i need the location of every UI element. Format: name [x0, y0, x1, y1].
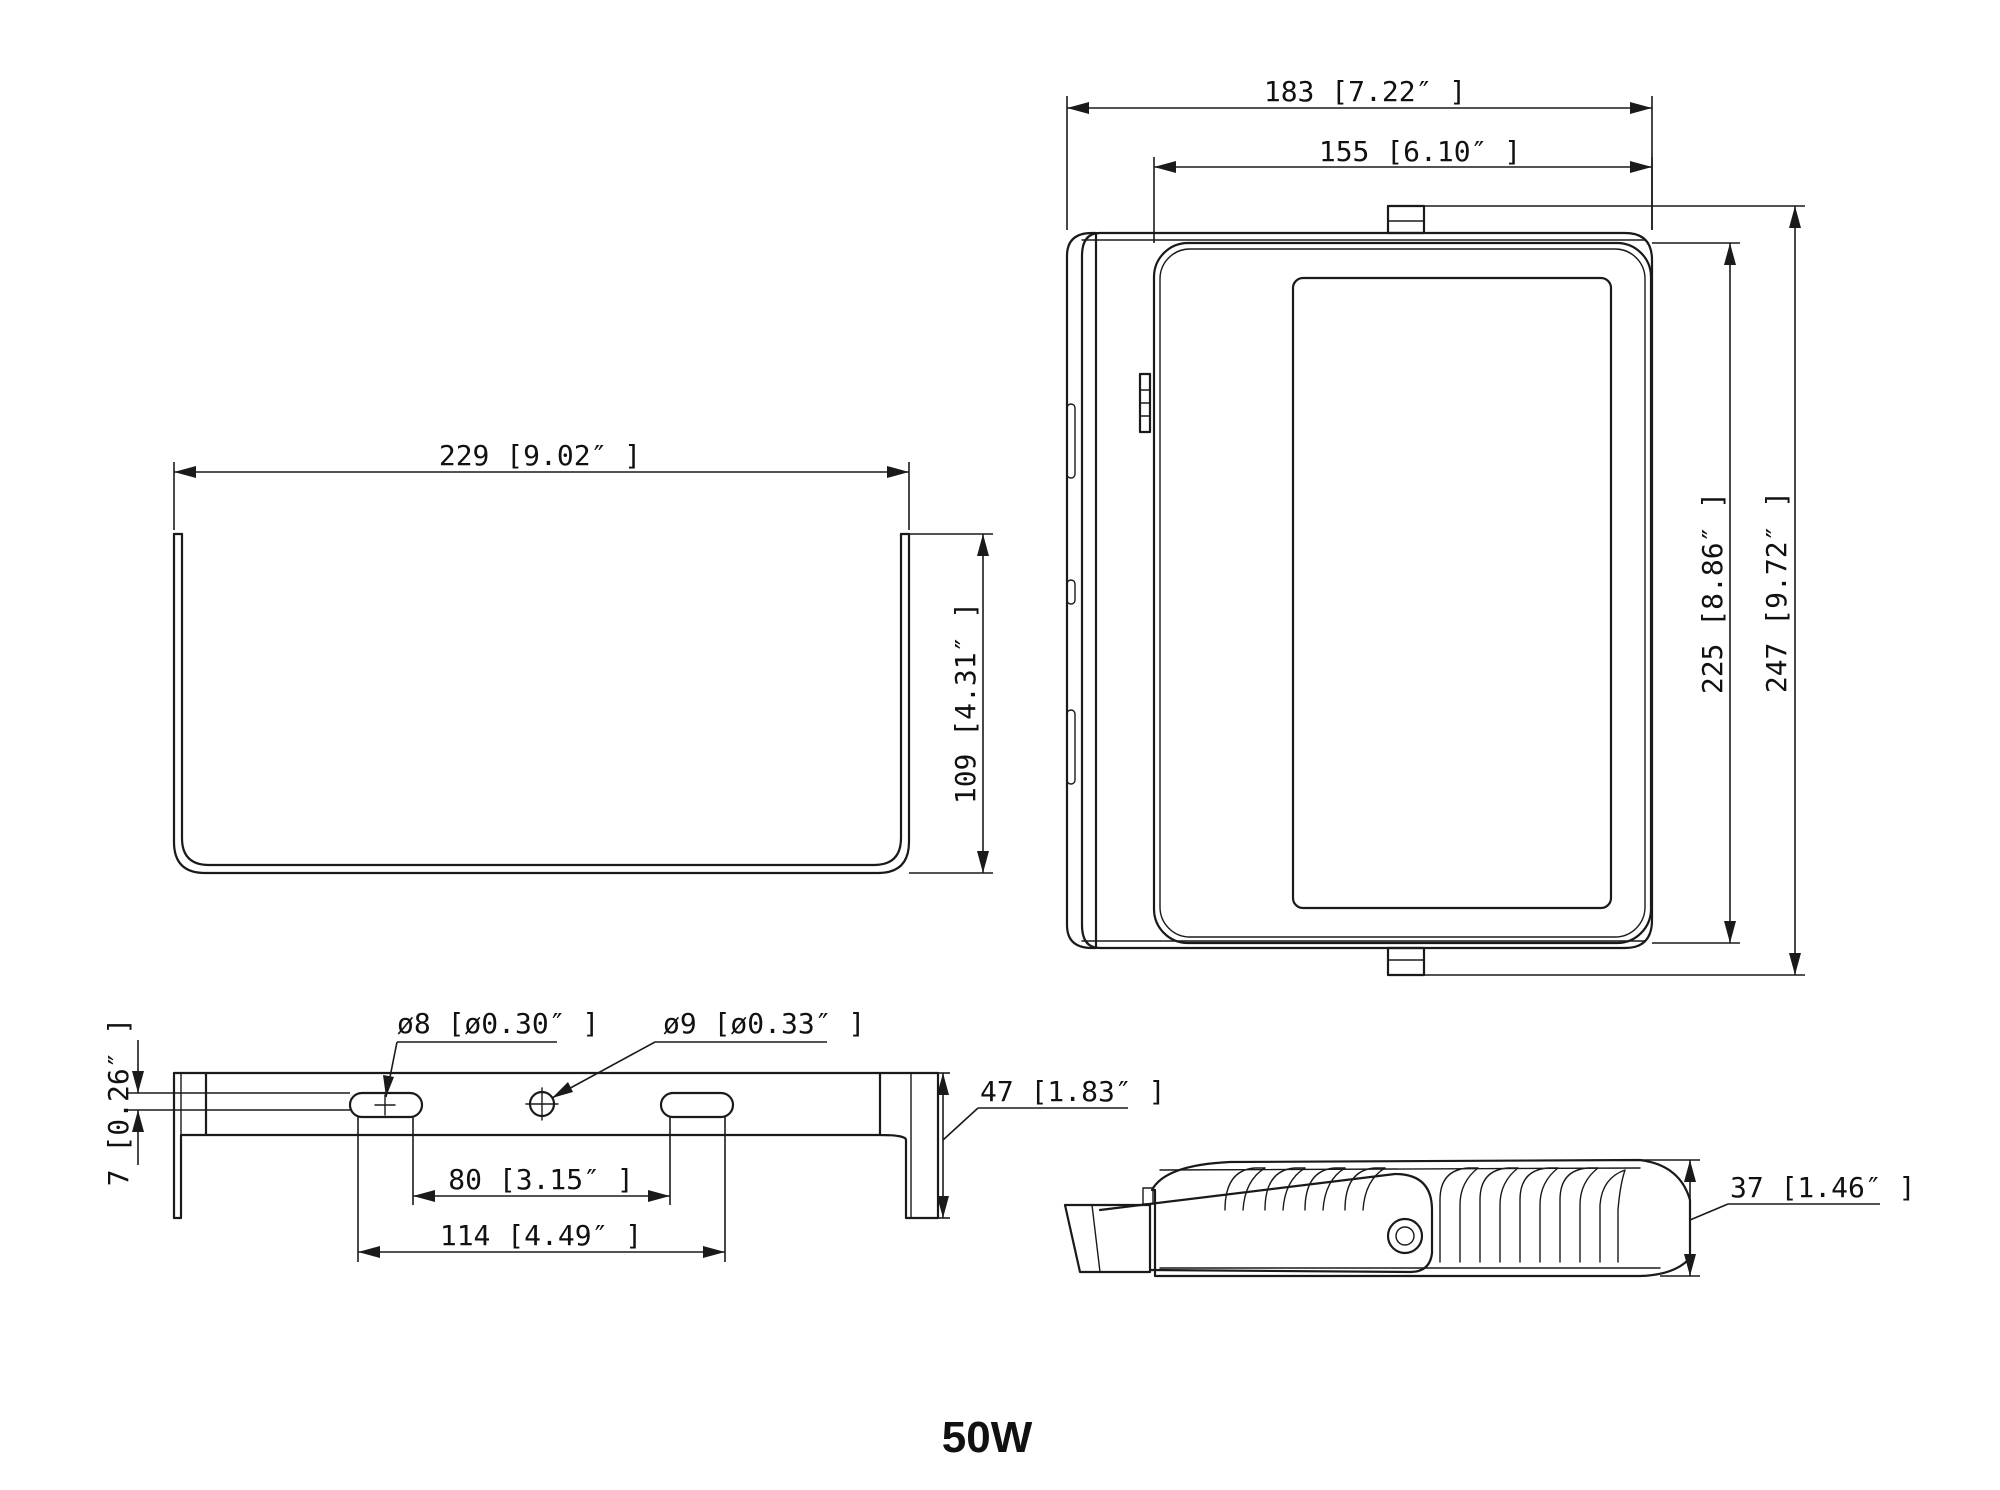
dim-label-o9: ø9 [ø0.33″ ] — [663, 1007, 865, 1040]
dim-label-80: 80 [3.15″ ] — [448, 1163, 633, 1196]
front-top-knob — [1386, 204, 1426, 235]
dim-arrow-37-bottom — [1684, 1254, 1696, 1276]
dim-leader-47 — [942, 1107, 979, 1141]
dim-label-155: 155 [6.10″ ] — [1319, 135, 1521, 168]
dim-arrow-80-right — [648, 1190, 670, 1202]
dim-arrow-229-right — [887, 466, 909, 478]
dim-arrow-229-left — [174, 466, 196, 478]
top-view — [172, 532, 911, 875]
side-knob-inner — [1395, 1226, 1415, 1246]
front-housing-outline — [1065, 231, 1098, 950]
dim-arrow-114-left — [358, 1246, 380, 1258]
dim-arrow-247-bottom — [1789, 953, 1801, 975]
dim-arrow-47-top — [937, 1073, 949, 1095]
dim-label-225: 225 [8.86″ ] — [1696, 492, 1729, 694]
bracket-left-leg — [172, 1071, 208, 1220]
dim-arrow-80-left — [413, 1190, 435, 1202]
front-housing-body — [1080, 231, 1654, 950]
dim-arrow-109-bottom — [977, 851, 989, 873]
dim-leader-37 — [1689, 1203, 1729, 1221]
front-side-slot-bottom — [1066, 709, 1076, 785]
front-dimensions: 183 [7.22″ ] 155 [6.10″ ] 225 [8.86″ ] 2… — [1066, 75, 1805, 976]
top-dimensions: 229 [9.02″ ] 109 [4.31″ ] — [173, 439, 993, 874]
dim-label-109: 109 [4.31″ ] — [949, 602, 982, 804]
bracket-slot-right — [659, 1091, 735, 1119]
dim-arrow-183-left — [1067, 102, 1089, 114]
side-fin-1 — [1224, 1167, 1266, 1211]
top-view-outline-inner — [180, 532, 903, 867]
bracket-dimensions: ø8 [ø0.30″ ] ø9 [ø0.33″ ] 7 [0.26″ ] 47 … — [102, 1007, 1165, 1262]
dim-label-7: 7 [0.26″ ] — [102, 1018, 135, 1187]
side-lens-inner-line — [1091, 1204, 1101, 1273]
dim-arrow-109-top — [977, 534, 989, 556]
side-housing-outline — [1150, 1158, 1692, 1278]
top-view-outline-outer — [172, 532, 911, 875]
side-fin-8 — [1559, 1167, 1599, 1263]
dim-arrow-183-right — [1630, 102, 1652, 114]
side-knob-outer — [1386, 1217, 1424, 1255]
dim-arrow-o8 — [383, 1075, 394, 1097]
side-lug — [1142, 1187, 1154, 1205]
front-side-slot-top — [1066, 403, 1076, 479]
side-view — [1063, 1158, 1692, 1278]
dim-arrow-155-left — [1154, 161, 1176, 173]
front-led-panel — [1291, 276, 1613, 910]
side-fin-3 — [1304, 1167, 1346, 1211]
dim-label-229: 229 [9.02″ ] — [439, 439, 641, 472]
dim-label-183: 183 [7.22″ ] — [1264, 75, 1466, 108]
front-bottom-knob — [1386, 946, 1426, 977]
side-housing-top-line — [1159, 1167, 1641, 1171]
model-caption: 50W — [942, 1413, 1033, 1462]
front-bezel-inner — [1159, 248, 1646, 938]
front-bezel-outer — [1152, 241, 1653, 945]
side-mounting-arm — [1098, 1172, 1434, 1274]
bracket-right-leg — [878, 1071, 940, 1220]
side-fin-4 — [1344, 1167, 1386, 1211]
dim-arrow-47-bottom — [937, 1196, 949, 1218]
dim-arrow-7-top — [132, 1071, 144, 1093]
dim-arrow-155-right — [1630, 161, 1652, 173]
dim-label-247: 247 [9.72″ ] — [1760, 491, 1793, 693]
side-lens-front — [1063, 1203, 1152, 1274]
dim-arrow-225-top — [1724, 243, 1736, 265]
front-side-slot-mid — [1066, 579, 1076, 605]
dim-label-37: 37 [1.46″ ] — [1730, 1171, 1915, 1204]
bracket-view — [172, 1071, 940, 1220]
side-fin-9 — [1599, 1169, 1626, 1263]
side-dimensions: 37 [1.46″ ] — [1640, 1159, 1915, 1277]
dim-arrow-114-right — [703, 1246, 725, 1258]
dim-arrow-o9 — [552, 1082, 573, 1098]
dim-arrow-225-bottom — [1724, 921, 1736, 943]
dim-label-114: 114 [4.49″ ] — [440, 1219, 642, 1252]
dim-arrow-7-bottom — [132, 1110, 144, 1132]
dim-label-47: 47 [1.83″ ] — [980, 1075, 1165, 1108]
dim-arrow-37-top — [1684, 1160, 1696, 1182]
side-fin-5 — [1439, 1167, 1479, 1263]
dim-arrow-247-top — [1789, 206, 1801, 228]
front-view — [1065, 204, 1654, 977]
side-fin-6 — [1479, 1167, 1519, 1263]
side-fin-7 — [1519, 1167, 1559, 1263]
dim-label-o8: ø8 [ø0.30″ ] — [397, 1007, 599, 1040]
